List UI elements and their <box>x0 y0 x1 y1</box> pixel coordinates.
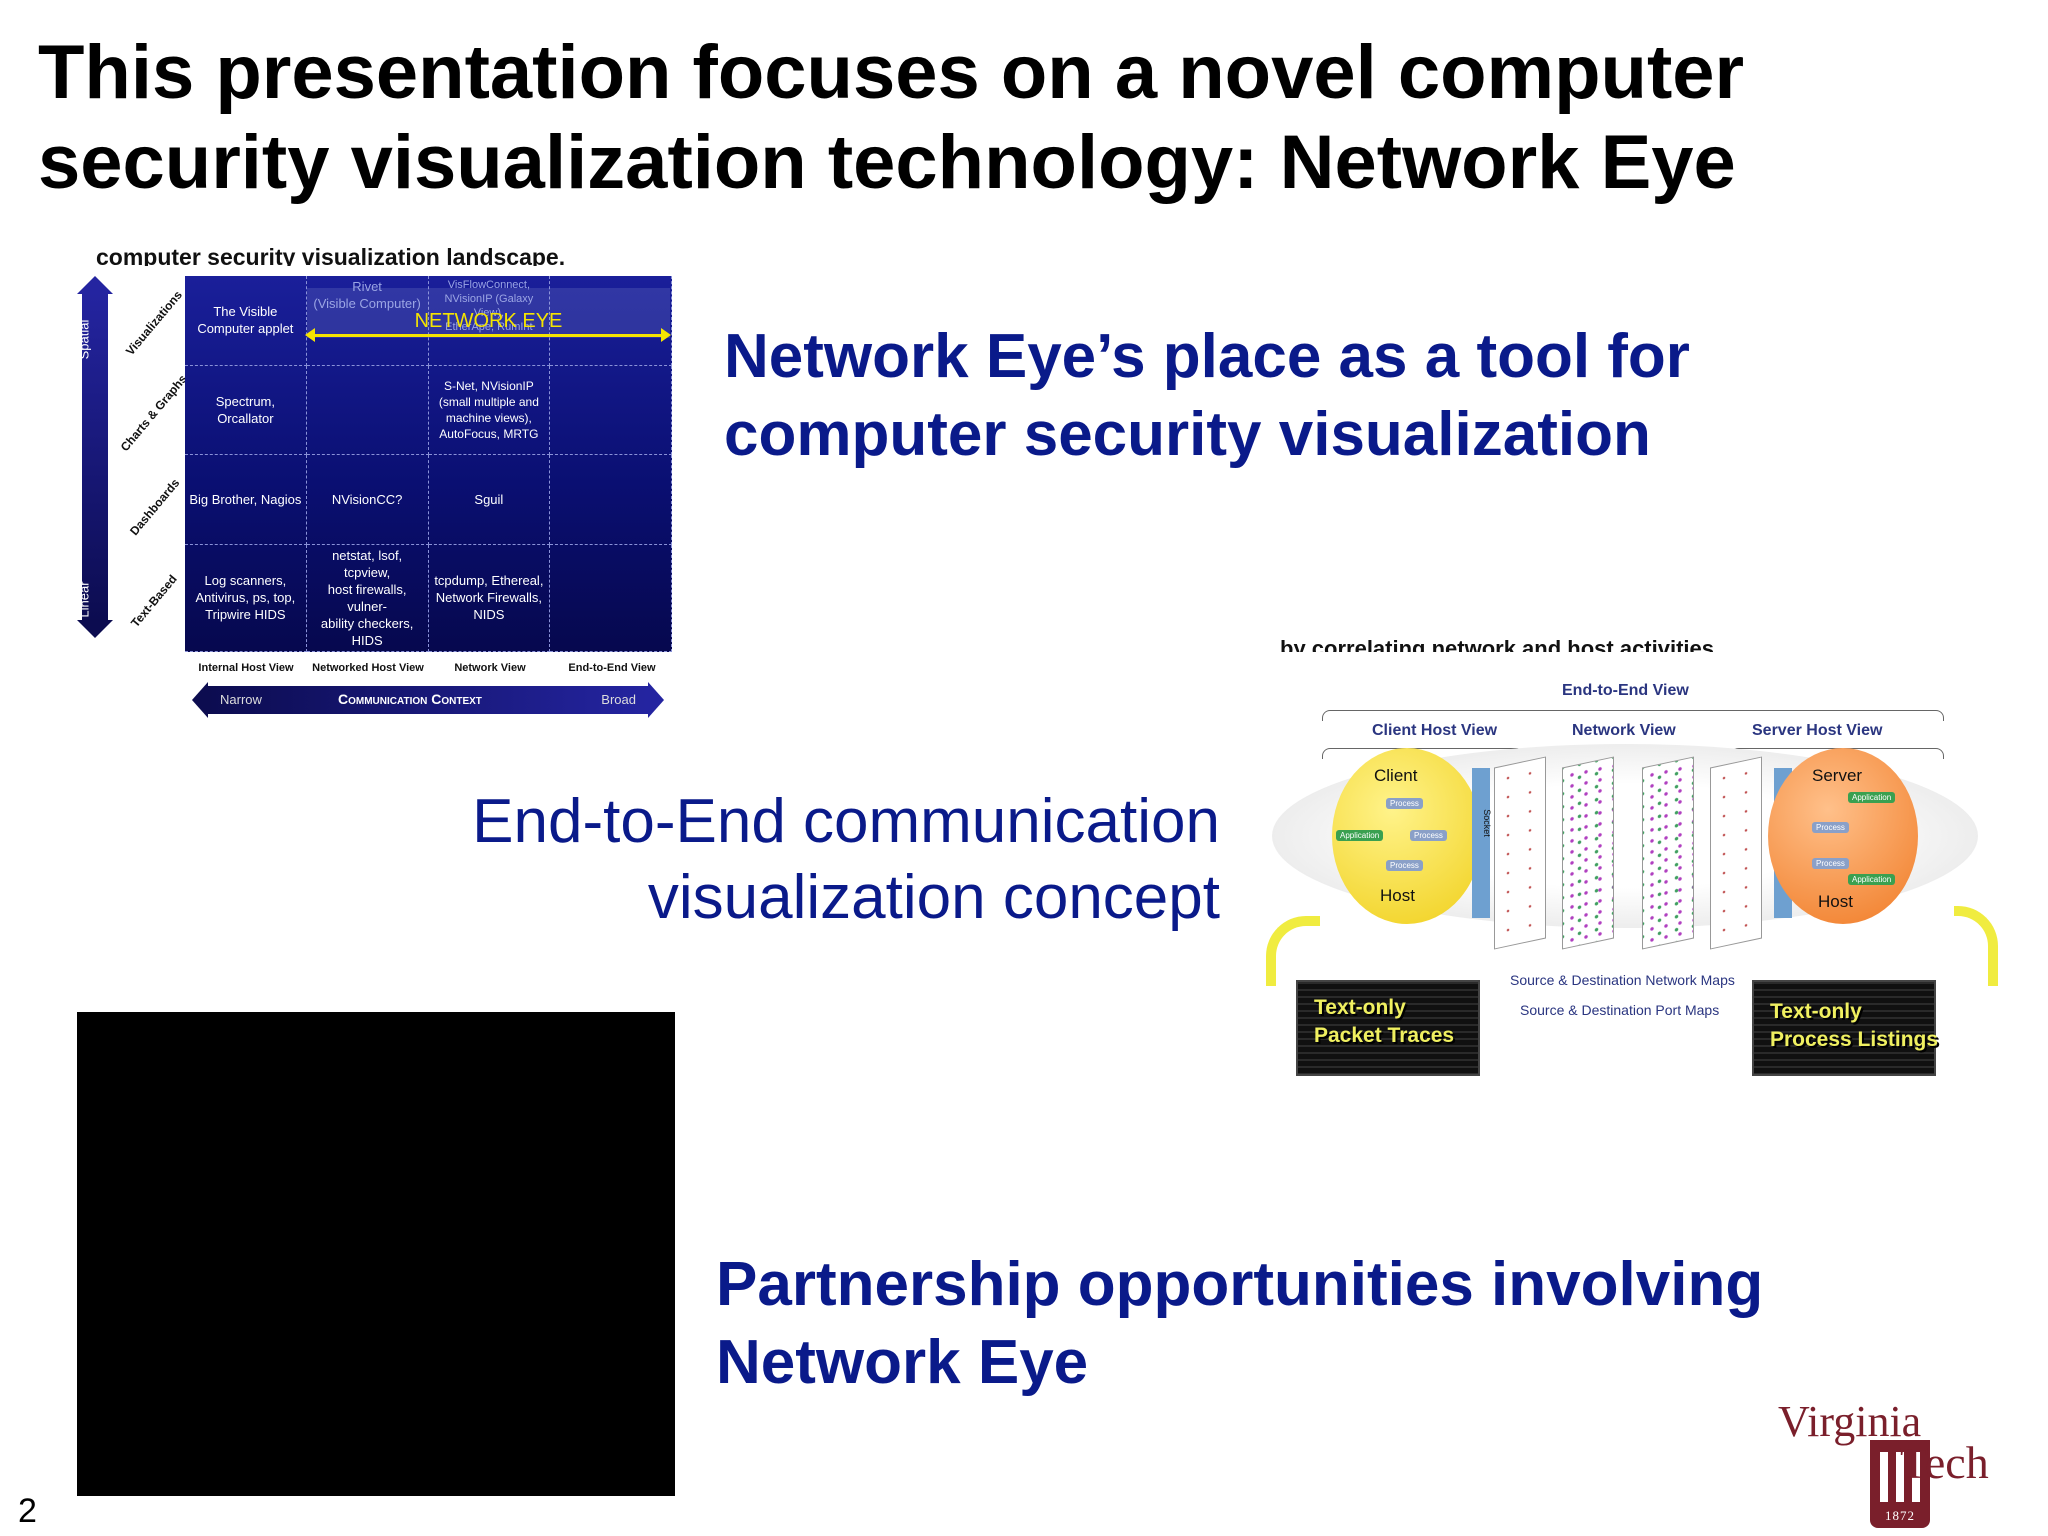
place-heading: Network Eye’s place as a tool for comput… <box>724 322 1690 469</box>
column-label-network: Network View <box>454 662 526 674</box>
server-host-circle: Server Application Process Process Appli… <box>1768 748 1918 924</box>
column-label-networked-host: Networked Host View <box>312 662 424 674</box>
grid-cell: VisFlowConnect, NVisionIP (Galaxy View),… <box>428 276 551 366</box>
left-correlation-arrow <box>1266 916 1320 986</box>
row-label-text-based: Text-Based <box>128 572 180 630</box>
grid-cell: Rivet (Visible Computer) <box>306 276 429 366</box>
logo-virginia-text: Virginia <box>1778 1397 1922 1446</box>
slide-title: This presentation focuses on a novel com… <box>38 30 1745 205</box>
network-maps-label: Source & Destination Network Maps <box>1510 972 1735 988</box>
socket-label: Socket <box>1481 809 1492 837</box>
process-listings-terminal: Text-only Process Listings <box>1752 980 1939 1076</box>
logo-year: 1872 <box>1885 1508 1915 1523</box>
context-right-label: Broad <box>601 692 636 707</box>
e2e-heading: End-to-End communication visualization c… <box>472 787 1220 932</box>
grid-cell <box>550 276 672 366</box>
client-port-map <box>1494 756 1546 950</box>
client-socket-bar: Socket <box>1472 768 1492 918</box>
end-to-end-view-label: End-to-End View <box>1562 682 1689 699</box>
process-pill: Process <box>1812 858 1849 869</box>
mode-bottom-label: Linear <box>76 581 92 618</box>
process-listings-line2: Process Listings <box>1770 1028 1939 1051</box>
server-port-map <box>1710 756 1762 950</box>
row-label-visualizations: Visualizations <box>122 287 185 359</box>
client-host-circle: Client Process Application Process Proce… <box>1332 748 1482 924</box>
source-network-map <box>1562 756 1614 950</box>
network-eye-span-arrow <box>305 328 671 342</box>
end-to-end-diagram: by correlating network and host activiti… <box>1262 636 2000 1096</box>
client-host-label: Host <box>1380 886 1415 905</box>
grid-cell <box>550 455 672 545</box>
e2e-caption: by correlating network and host activiti… <box>1280 636 1721 652</box>
server-host-view-label: Server Host View <box>1752 722 1883 739</box>
e2e-brace <box>1322 710 1944 721</box>
grid-cell: NVisionCC? <box>306 455 429 545</box>
black-video-placeholder <box>77 1012 675 1496</box>
client-host-view-label: Client Host View <box>1372 722 1498 739</box>
grid-cell <box>306 365 429 456</box>
logo-pillar <box>1912 1452 1920 1502</box>
client-label: Client <box>1374 766 1418 785</box>
mode-top-label: Spatial <box>76 319 92 360</box>
row-label-charts: Charts & Graphs <box>117 371 190 455</box>
slide-number: 2 <box>18 1492 37 1530</box>
right-correlation-arrow <box>1954 906 1998 986</box>
grid-cell: Sguil <box>428 455 551 545</box>
process-pill: Process <box>1812 822 1849 833</box>
grid-cell <box>550 365 672 456</box>
column-label-internal-host: Internal Host View <box>198 662 294 674</box>
packet-traces-line1: Text-only <box>1314 996 1406 1019</box>
grid-cell: S-Net, NVisionIP (small multiple and mac… <box>428 365 551 456</box>
presentation-mode-arrow: Spatial Presentation Mode Linear <box>69 276 113 638</box>
context-left-label: Narrow <box>220 692 262 707</box>
visualization-landscape-figure: computer security visualization landscap… <box>69 244 682 724</box>
process-pill: Process <box>1410 830 1447 841</box>
server-label: Server <box>1812 766 1863 785</box>
mode-axis-label: Presentation Mode <box>69 406 85 513</box>
process-pill: Process <box>1386 860 1423 871</box>
grid-cell: Big Brother, Nagios <box>185 455 307 545</box>
grid-cell <box>550 544 672 652</box>
context-axis-label: Communication Context <box>338 691 482 707</box>
application-pill: Application <box>1848 792 1896 803</box>
destination-network-map <box>1642 756 1694 950</box>
grid-cell: The Visible Computer applet <box>185 276 307 366</box>
row-label-dashboards: Dashboards <box>127 475 183 539</box>
process-pill: Process <box>1386 798 1423 809</box>
column-label-end-to-end: End-to-End View <box>568 662 656 674</box>
logo-tech-text: Tech <box>1900 1437 1989 1488</box>
grid-cell: tcpdump, Ethereal, Network Firewalls, NI… <box>428 544 551 652</box>
packet-traces-line2: Packet Traces <box>1314 1024 1455 1047</box>
network-eye-band <box>307 288 670 338</box>
landscape-grid: The Visible Computer applet Rivet (Visib… <box>185 276 672 652</box>
logo-pillar <box>1880 1452 1888 1502</box>
logo-shield <box>1870 1440 1930 1528</box>
partnership-heading: Partnership opportunities involving Netw… <box>716 1250 1764 1397</box>
application-pill: Application <box>1336 830 1384 841</box>
process-listings-line1: Text-only <box>1770 1000 1862 1023</box>
grid-cell: netstat, lsof, tcpview, host firewalls, … <box>306 544 429 652</box>
grid-cell: Log scanners, Antivirus, ps, top, Tripwi… <box>185 544 307 652</box>
server-host-label: Host <box>1818 892 1853 911</box>
network-view-label: Network View <box>1572 722 1676 739</box>
landscape-caption: computer security visualization landscap… <box>96 244 566 266</box>
packet-traces-terminal: Text-only Packet Traces <box>1296 980 1480 1076</box>
application-pill: Application <box>1848 874 1896 885</box>
port-maps-label: Source & Destination Port Maps <box>1520 1002 1720 1018</box>
communication-context-arrow: Narrow Communication Context Broad <box>192 682 664 718</box>
logo-pillar <box>1896 1452 1904 1502</box>
virginia-tech-logo: Virginia Tech 1872 <box>1772 1396 2032 1532</box>
network-eye-label: NETWORK EYE <box>414 310 563 332</box>
grid-cell: Spectrum, Orcallator <box>185 365 307 456</box>
